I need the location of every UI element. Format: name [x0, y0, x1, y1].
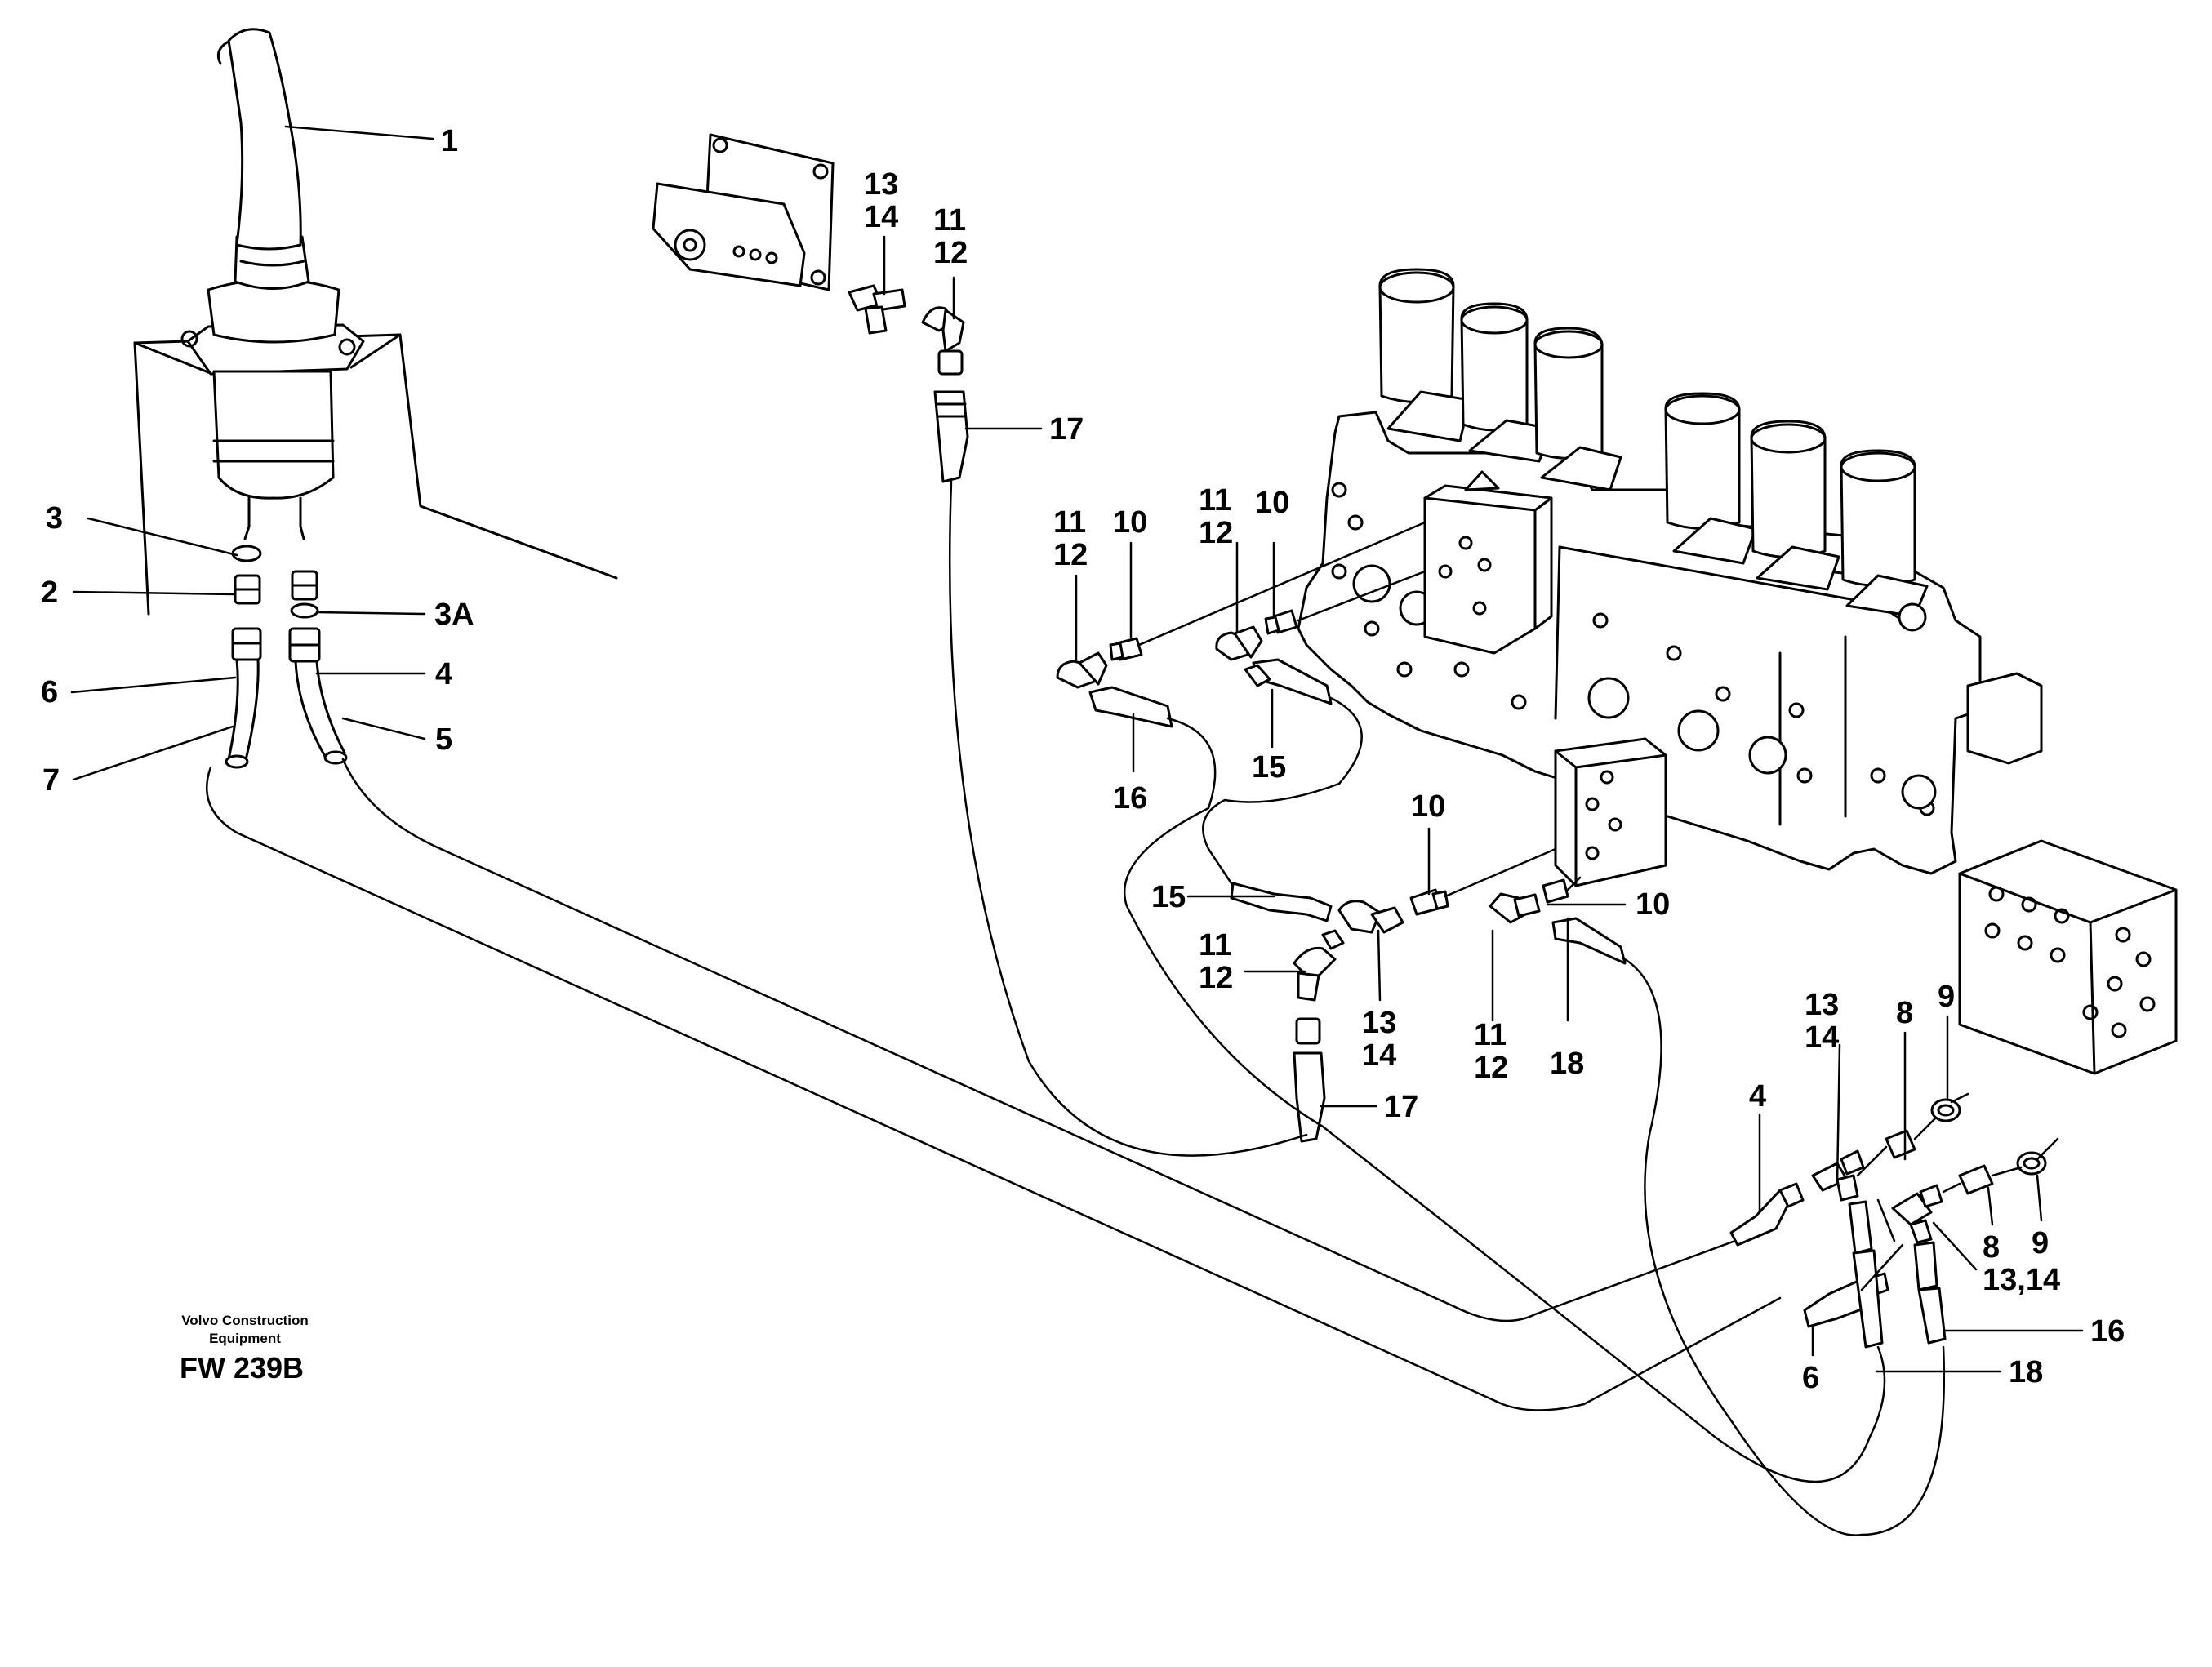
- label-15-top: 15: [1252, 750, 1286, 785]
- label-10-b: 10: [1255, 486, 1289, 520]
- label-18-right: 18: [2009, 1355, 2043, 1389]
- label-3: 3: [46, 501, 63, 536]
- label-11-a: 11: [1053, 505, 1086, 540]
- label-8-bottom: 8: [1983, 1230, 2000, 1265]
- label-12-d: 12: [1474, 1051, 1508, 1085]
- label-10-d: 10: [1636, 887, 1670, 922]
- label-5: 5: [435, 722, 452, 757]
- brand-line-1: Volvo Construction: [181, 1313, 309, 1328]
- label-13-top: 13: [864, 167, 898, 202]
- drawing-credit: Volvo Construction Equipment FW 239B: [180, 1313, 309, 1385]
- label-4-right: 4: [1749, 1079, 1766, 1114]
- label-13-14: 13,14: [1983, 1263, 2060, 1297]
- label-12-top: 12: [933, 236, 968, 270]
- label-10-c: 10: [1411, 789, 1445, 824]
- label-15-mid: 15: [1151, 880, 1186, 914]
- leader-lines: [70, 125, 2084, 1373]
- label-6-left: 6: [41, 675, 58, 709]
- joystick-assembly: [133, 28, 618, 769]
- label-3a: 3A: [434, 598, 474, 632]
- label-13-right: 13: [1805, 988, 1839, 1022]
- label-8-top: 8: [1896, 996, 1913, 1030]
- label-11-b: 11: [1199, 483, 1231, 518]
- hose-lines: [205, 480, 2059, 1536]
- label-11-d: 11: [1474, 1018, 1507, 1052]
- label-14-top: 14: [864, 200, 898, 234]
- label-2: 2: [41, 576, 58, 610]
- distribution-block: [1958, 839, 2178, 1075]
- label-17-mid: 17: [1384, 1090, 1418, 1124]
- label-13-mid: 13: [1362, 1006, 1396, 1040]
- label-12-b: 12: [1199, 516, 1233, 550]
- control-valve-block: [1297, 268, 2043, 887]
- label-6-right: 6: [1802, 1361, 1819, 1395]
- label-16-mid: 16: [1113, 781, 1147, 816]
- label-10-a: 10: [1113, 505, 1147, 540]
- label-11-top: 11: [933, 203, 966, 238]
- label-7: 7: [42, 763, 60, 798]
- label-17-top: 17: [1049, 412, 1084, 447]
- top-fittings: [848, 284, 969, 483]
- label-9-top: 9: [1938, 980, 1955, 1014]
- label-14-right: 14: [1805, 1020, 1839, 1055]
- label-18-mid: 18: [1550, 1047, 1584, 1081]
- part-labels: 1 3 2 3A 6 4 7 5 13 14 11 12 17 11 12 10…: [41, 124, 2125, 1395]
- drawing-code: FW 239B: [180, 1351, 304, 1385]
- label-16-right: 16: [2090, 1314, 2125, 1349]
- label-9-bottom: 9: [2032, 1226, 2049, 1260]
- label-12-a: 12: [1053, 538, 1088, 572]
- label-1: 1: [441, 124, 458, 158]
- label-4-left: 4: [435, 657, 452, 691]
- switch-box: [652, 133, 835, 291]
- label-12-c: 12: [1199, 961, 1233, 995]
- label-11-c: 11: [1199, 928, 1231, 962]
- brand-line-2: Equipment: [209, 1331, 281, 1346]
- label-14-mid: 14: [1362, 1038, 1396, 1073]
